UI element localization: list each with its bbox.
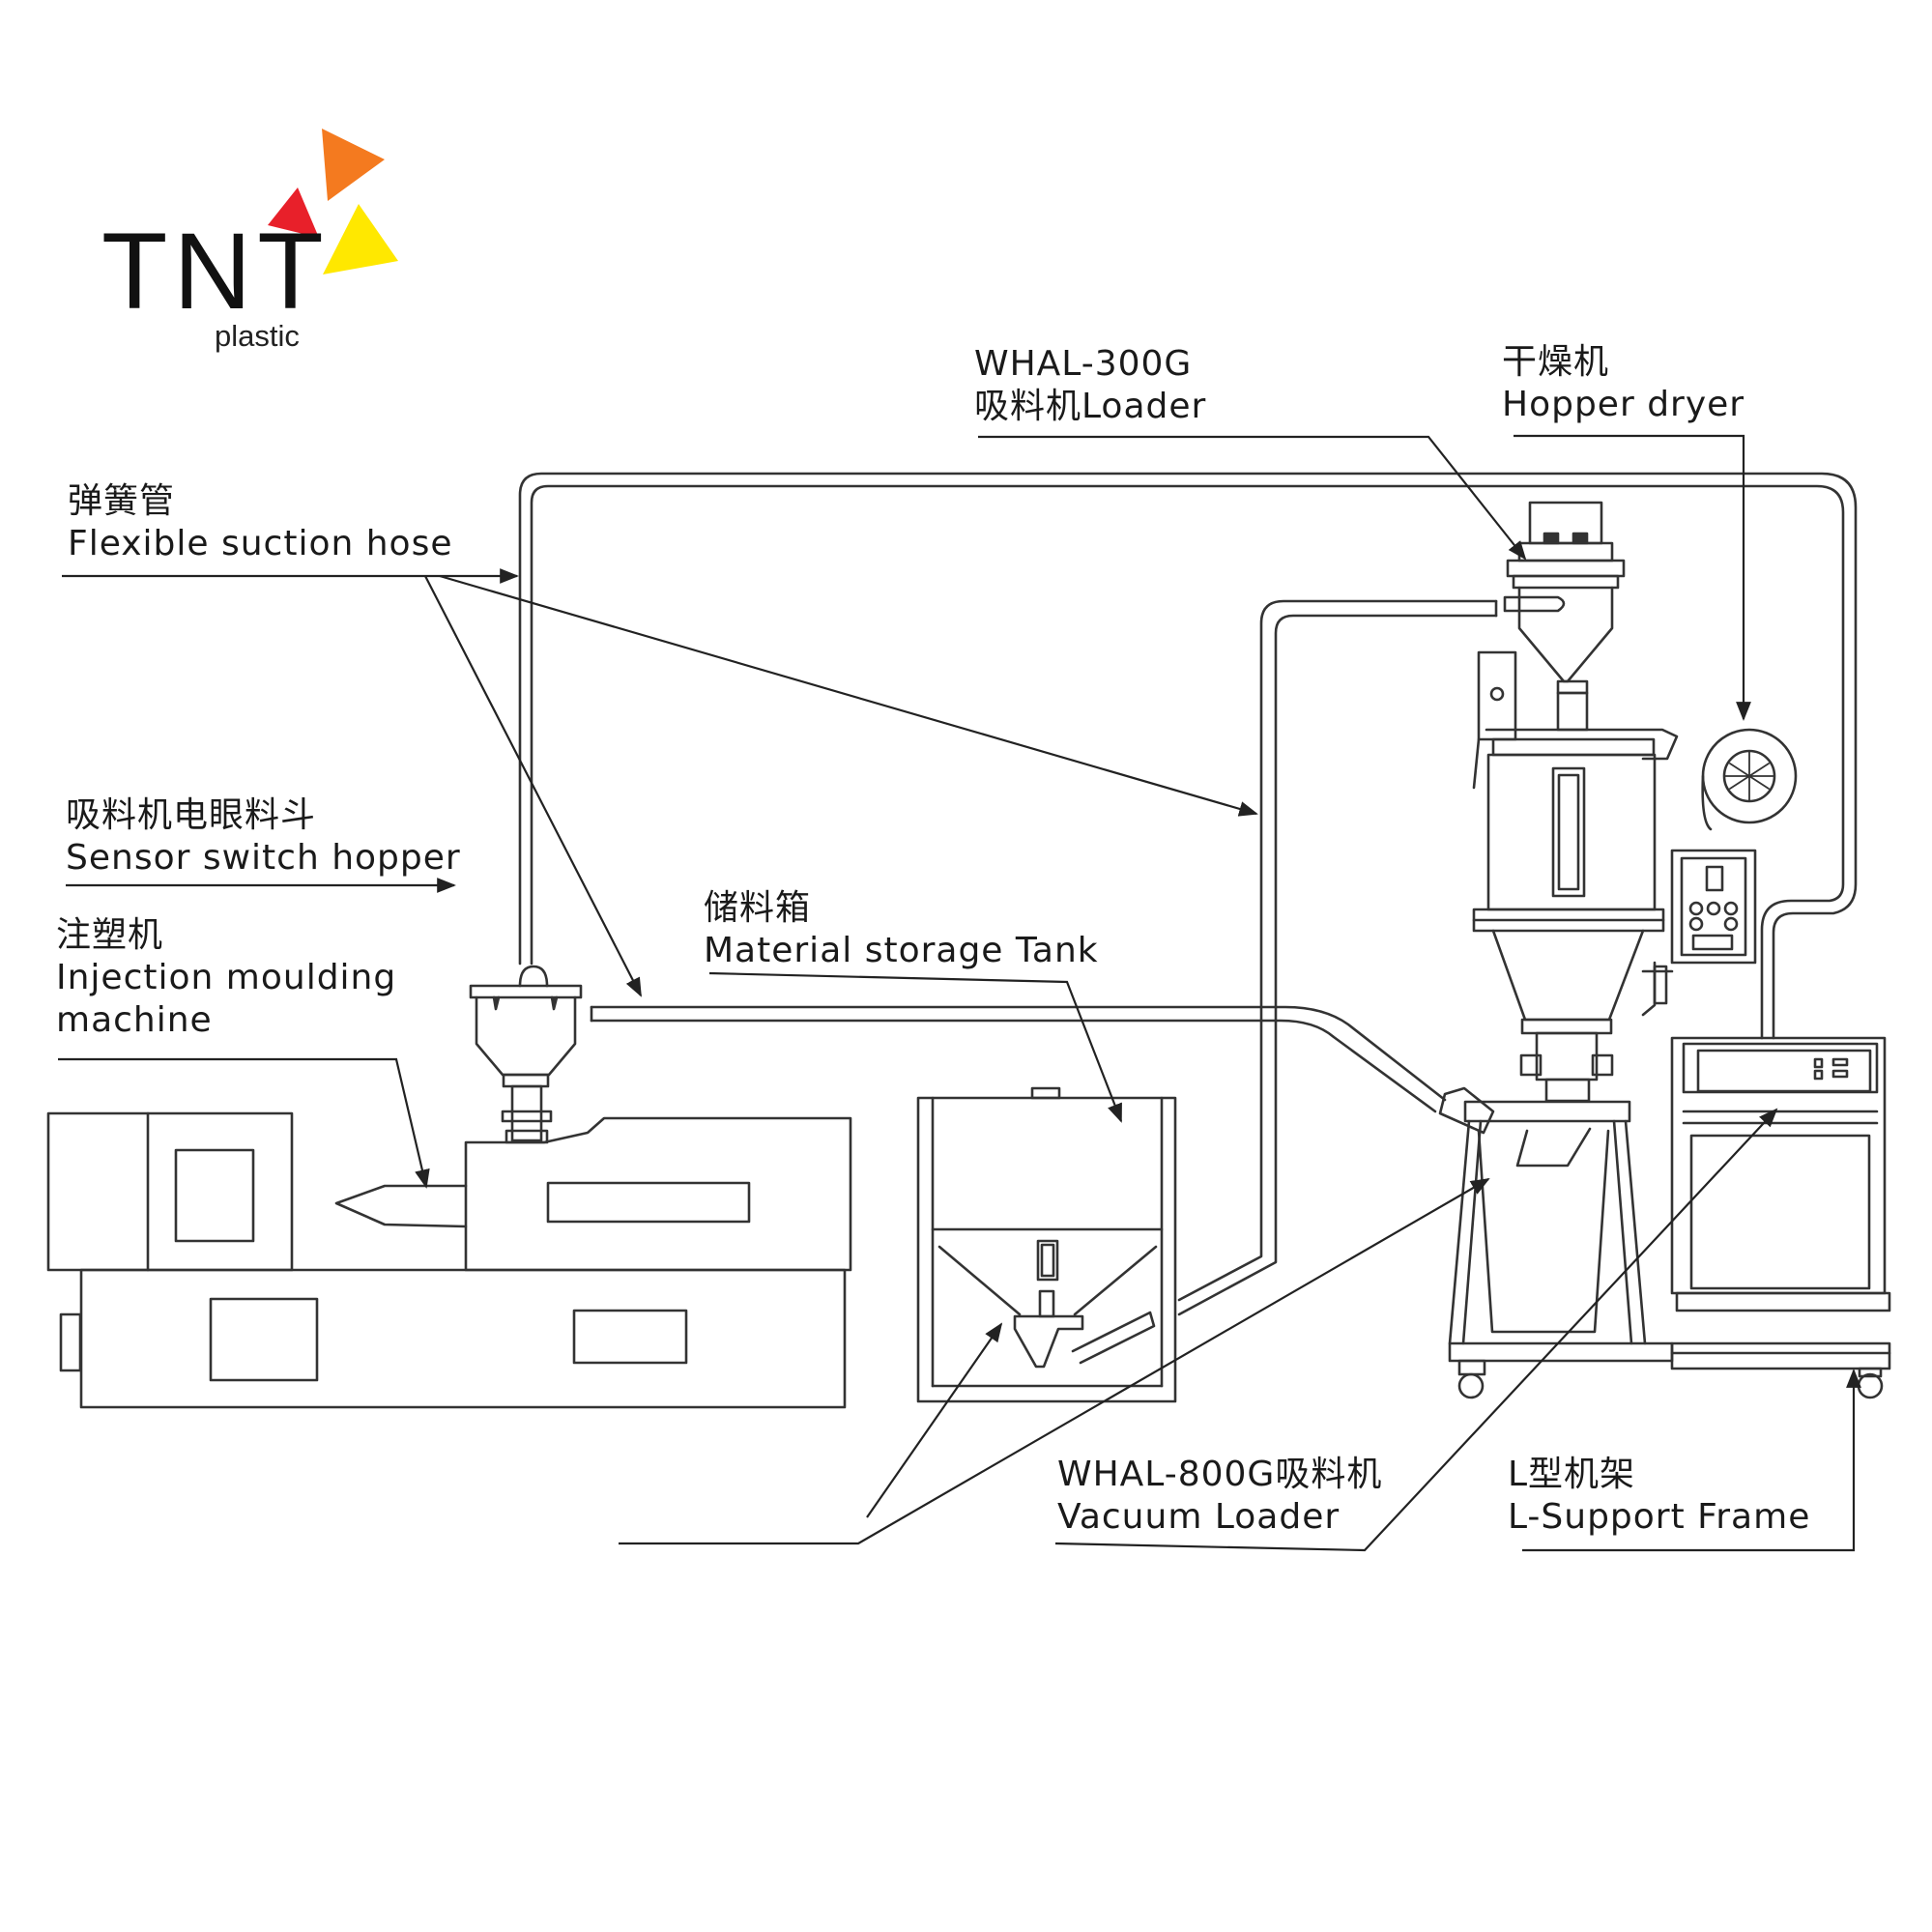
leader-lframe-a: [1054, 1108, 1778, 1552]
label-sensor-switch-hopper: 吸料机电眼料斗 Sensor switch hopper: [66, 794, 461, 879]
label-sensor-cn: 吸料机电眼料斗: [66, 795, 317, 835]
label-material-storage-tank: 储料箱 Material storage Tank: [704, 887, 1099, 972]
label-loader300-line2: 吸料机Loader: [974, 387, 1207, 426]
leader-imm: [58, 1057, 430, 1189]
label-hose-cn: 弹簧管: [68, 481, 176, 521]
tank-to-loader300-pipe: [1177, 599, 1498, 1316]
injection-moulding-machine: [46, 1111, 852, 1409]
label-tank-cn: 储料箱: [704, 888, 812, 928]
label-vacuum-loader-800g: WHAL-800G吸料机 Vacuum Loader: [1057, 1454, 1382, 1539]
leader-vacuum-b: [866, 1322, 1003, 1518]
label-vacuum800-line1: WHAL-800G吸料机: [1057, 1455, 1383, 1494]
label-vacuum800-line2: Vacuum Loader: [1057, 1497, 1341, 1537]
logo-mark: [268, 129, 398, 274]
label-lframe-cn: L型机架: [1508, 1455, 1636, 1494]
logo-triangle-orange: [322, 129, 385, 201]
label-sensor-en: Sensor switch hopper: [66, 838, 461, 878]
leader-vacuum-a: [619, 1178, 1490, 1545]
label-loader-300g: WHAL-300G 吸料机Loader: [974, 343, 1206, 428]
leader-dryer: [1514, 434, 1751, 721]
logo-sub-text: plastic: [215, 319, 300, 353]
leader-lframe-b: [1522, 1369, 1861, 1552]
leader-hose-c: [439, 574, 1258, 817]
sensor-switch-hopper: [469, 965, 583, 1144]
label-dryer-cn: 干燥机: [1502, 342, 1610, 382]
logo-triangle-yellow: [323, 204, 398, 274]
label-loader300-line1: WHAL-300G: [974, 344, 1193, 384]
logo-triangle-red: [268, 187, 319, 238]
label-hose-en: Flexible suction hose: [68, 524, 453, 563]
label-injection-moulding-machine: 注塑机 Injection moulding machine: [56, 914, 396, 1042]
label-dryer-en: Hopper dryer: [1502, 385, 1745, 424]
logo-brand-text: TNT: [101, 211, 330, 332]
label-imm-en2: machine: [56, 1000, 213, 1040]
label-hopper-dryer: 干燥机 Hopper dryer: [1502, 341, 1745, 426]
label-flexible-suction-hose: 弹簧管 Flexible suction hose: [68, 480, 453, 565]
storage-to-loader-pipe: [590, 1005, 1495, 1135]
material-storage-tank: [916, 1086, 1177, 1403]
dryer-stand: [1448, 1100, 1674, 1399]
hopper-dryer: [1472, 501, 1798, 1103]
flexible-suction-hose: [518, 472, 1858, 1040]
leader-tank: [708, 971, 1123, 1123]
label-tank-en: Material storage Tank: [704, 931, 1099, 970]
label-imm-en1: Injection moulding: [56, 958, 397, 997]
leader-lines: [58, 434, 1861, 1552]
leader-loader300: [978, 435, 1527, 561]
label-lframe-en: L-Support Frame: [1508, 1497, 1811, 1537]
label-l-support-frame: L型机架 L-Support Frame: [1508, 1454, 1810, 1539]
l-support-frame: [1670, 1036, 1891, 1399]
leader-hose-b: [424, 575, 642, 997]
label-imm-cn: 注塑机: [56, 915, 164, 955]
